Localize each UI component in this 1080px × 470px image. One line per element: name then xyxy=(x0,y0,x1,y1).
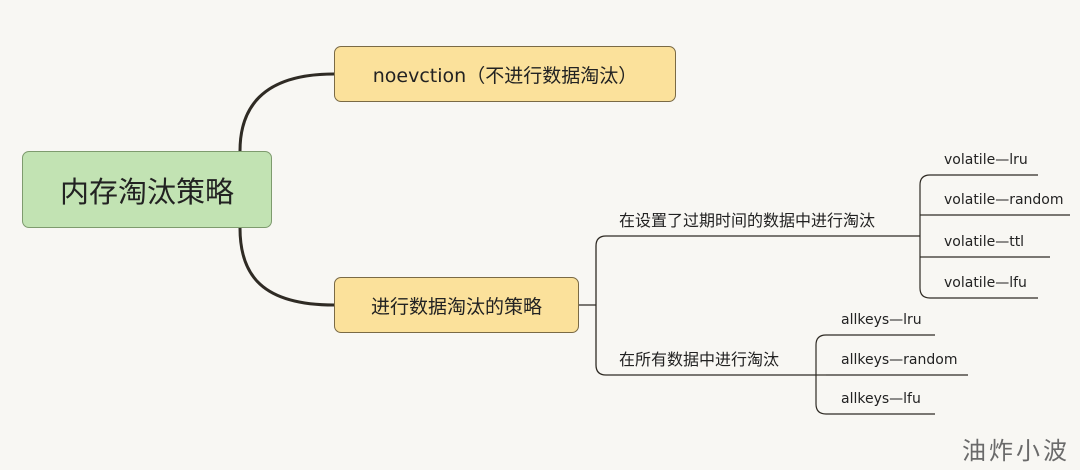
leaf-volatile-lfu[interactable]: volatile—lfu xyxy=(944,275,1027,291)
root-node[interactable]: 内存淘汰策略 xyxy=(22,151,272,228)
leaf-allkeys-random[interactable]: allkeys—random xyxy=(841,352,958,368)
leaf-allkeys-lru[interactable]: allkeys—lru xyxy=(841,312,922,328)
sub-branch-expire-label[interactable]: 在设置了过期时间的数据中进行淘汰 xyxy=(619,211,876,230)
leaf-volatile-ttl[interactable]: volatile—ttl xyxy=(944,234,1025,250)
root-node-label: 内存淘汰策略 xyxy=(59,174,234,209)
leaf-volatile-random[interactable]: volatile—random xyxy=(944,192,1064,208)
branch-node-eviction-label: 进行数据淘汰的策略 xyxy=(370,295,542,318)
leaf-allkeys-lfu[interactable]: allkeys—lfu xyxy=(841,391,921,407)
watermark: 油炸小波 xyxy=(962,437,1070,465)
branch-node-no-eviction[interactable]: noevction（不进行数据淘汰） xyxy=(334,46,676,102)
leaf-volatile-lru[interactable]: volatile—lru xyxy=(944,152,1028,168)
branch-node-no-eviction-label: noevction（不进行数据淘汰） xyxy=(372,64,638,87)
branch-node-eviction[interactable]: 进行数据淘汰的策略 xyxy=(334,277,579,333)
sub-branch-all-label[interactable]: 在所有数据中进行淘汰 xyxy=(619,350,780,369)
